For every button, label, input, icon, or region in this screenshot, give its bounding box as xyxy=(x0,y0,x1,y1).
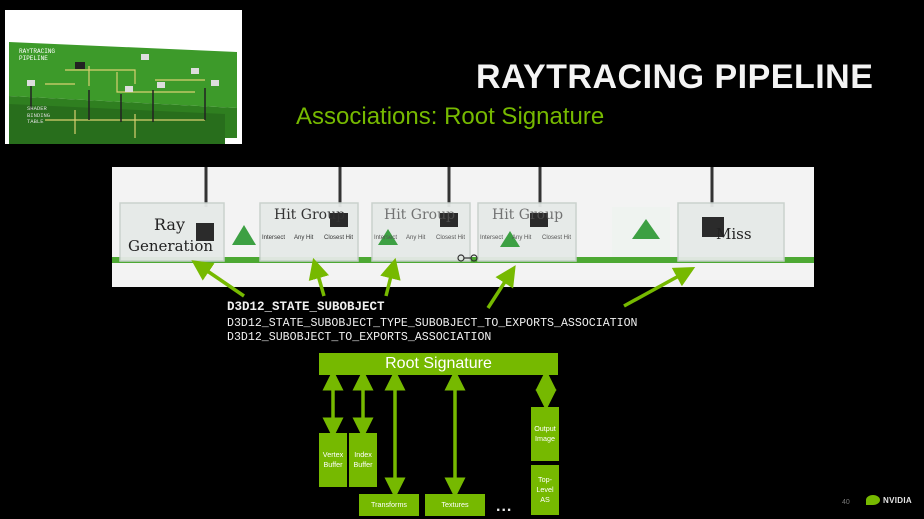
hitgroup-label-2: Hit Group xyxy=(384,207,456,223)
hitgroup-3-slot-closesthit: Closest Hit xyxy=(542,235,572,241)
slide-subtitle: Associations: Root Signature xyxy=(296,103,605,130)
root-signature-bar: Root Signature xyxy=(319,353,558,375)
hitgroup-3-slot-intersect: Intersect xyxy=(480,235,504,241)
raygen-label-2: Generation xyxy=(128,237,214,255)
hitgroup-2-slot-intersect: Intersect xyxy=(374,235,398,241)
hitgroup-1-slot-intersect: Intersect xyxy=(262,235,286,241)
miss-label: Miss xyxy=(716,225,752,243)
hitgroup-label-3: Hit Group xyxy=(492,207,564,223)
hitgroup-2-slot-closesthit: Closest Hit xyxy=(436,235,466,241)
hitgroup-1-slot-anyhit: Any Hit xyxy=(294,235,314,241)
code-line-exports-association: D3D12_SUBOBJECT_TO_EXPORTS_ASSOCIATION xyxy=(227,331,492,344)
raygen-label-1: Ray xyxy=(154,215,185,234)
hitgroup-2-slot-anyhit: Any Hit xyxy=(406,235,426,241)
nvidia-logo: NVIDIA xyxy=(866,495,912,505)
more-ellipsis: ... xyxy=(496,498,513,515)
thumbnail-preview: RAYTRACING PIPELINE SHADER BINDING TABLE xyxy=(5,10,242,144)
textures-box: Textures xyxy=(425,494,485,516)
page-number: 40 xyxy=(842,499,850,506)
link-icon xyxy=(457,254,478,262)
logo-text: NVIDIA xyxy=(883,495,912,505)
pipeline-strip: Ray Generation Hit Group Hit Group Hit G… xyxy=(112,167,814,287)
hitgroup-label-1: Hit Group xyxy=(274,207,346,223)
arrow-to-hitgroup-2 xyxy=(380,257,401,297)
thumbnail-label-top: RAYTRACING PIPELINE xyxy=(19,48,56,63)
code-line-subobject-type: D3D12_STATE_SUBOBJECT_TYPE_SUBOBJECT_TO_… xyxy=(227,317,638,330)
slide-title: RAYTRACING PIPELINE xyxy=(476,58,874,96)
hitgroup-box-3 xyxy=(477,202,577,262)
transforms-box: Transforms xyxy=(359,494,419,516)
hitgroup-3-slot-anyhit: Any Hit xyxy=(512,235,532,241)
index-buffer-box: Index Buffer xyxy=(349,433,377,487)
miss-box xyxy=(677,202,785,262)
hitgroup-box-1 xyxy=(259,202,359,262)
output-image-box: Output Image xyxy=(531,407,559,461)
arrow-to-miss xyxy=(623,266,696,308)
thumbnail-label-bottom: SHADER BINDING TABLE xyxy=(27,105,51,126)
arrow-to-hitgroup-3 xyxy=(486,265,516,309)
arrow-to-hitgroup-1 xyxy=(308,257,329,297)
vertex-buffer-box: Vertex Buffer xyxy=(319,433,347,487)
top-level-as-box: Top-Level AS xyxy=(531,465,559,515)
code-line-subobject: D3D12_STATE_SUBOBJECT xyxy=(227,300,385,314)
hitgroup-1-slot-closesthit: Closest Hit xyxy=(324,235,354,241)
nvidia-eye-icon xyxy=(866,495,880,505)
arrow-to-raygen xyxy=(191,260,245,298)
